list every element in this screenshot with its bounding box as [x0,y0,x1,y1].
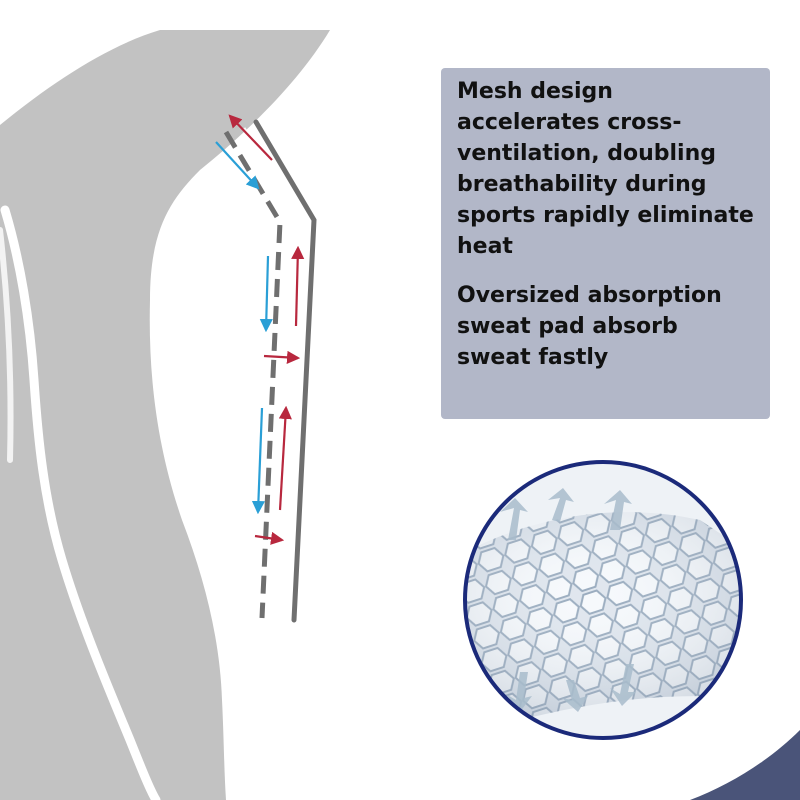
airflow-arrow-icon [278,405,292,511]
garment-section [223,119,317,623]
airflow-arrow-icon [215,141,260,190]
airflow-arrow-icon [263,350,301,364]
airflow-arrow-icon [228,114,273,161]
feature-panel: Mesh design accelerates cross-ventilatio… [441,68,770,419]
airflow-arrow-icon [254,531,285,545]
feature-ventilation-text: Mesh design accelerates cross-ventilatio… [457,79,754,259]
feature-absorption-text: Oversized absorption sweat pad absorb sw… [457,283,722,370]
mesh-closeup [463,460,743,740]
airflow-arrow-icon [259,255,273,333]
airflow-arrow-icon [291,245,305,327]
airflow-arrow-icon [500,488,636,712]
airflow-arrow-icon [251,407,266,515]
airflow-arrows [215,114,305,545]
